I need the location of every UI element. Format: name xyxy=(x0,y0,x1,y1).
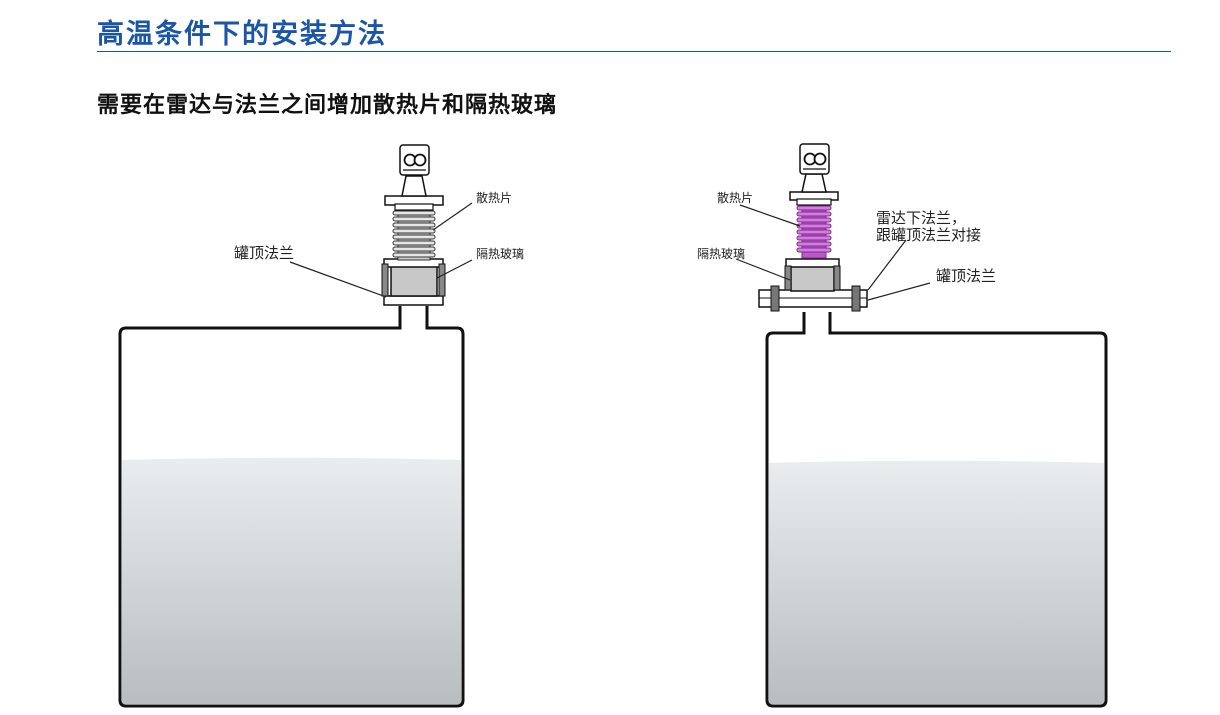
right-heat-sink xyxy=(796,203,832,259)
left-radar-head xyxy=(399,144,430,197)
left-tank xyxy=(118,306,465,708)
right-heat-sink-label: 散热片 xyxy=(717,190,753,205)
right-radar-flange-note-line2: 跟罐顶法兰对接 xyxy=(876,226,981,244)
left-insulation-glass-label: 隔热玻璃 xyxy=(476,247,524,261)
right-radar-head xyxy=(799,143,830,193)
title-divider xyxy=(97,51,1171,52)
right-insulation-glass xyxy=(790,265,835,292)
right-installation: 散热片 隔热玻璃 雷达下法兰， 跟罐顶法兰对接 罐顶法兰 xyxy=(697,143,1108,708)
page-subtitle: 需要在雷达与法兰之间增加散热片和隔热玻璃 xyxy=(97,93,558,118)
left-heat-sink-label: 散热片 xyxy=(476,190,512,205)
left-tank-flange xyxy=(383,295,444,306)
page-title: 高温条件下的安装方法 xyxy=(97,19,387,50)
right-tank-liquid xyxy=(769,460,1104,704)
right-tank-flange-label: 罐顶法兰 xyxy=(936,267,996,285)
left-tank-flange-label: 罐顶法兰 xyxy=(234,244,294,262)
right-tank xyxy=(765,312,1108,708)
left-heat-sink xyxy=(392,209,436,261)
right-radar-flange-note-line1: 雷达下法兰， xyxy=(876,209,966,227)
right-insulation-glass-label: 隔热玻璃 xyxy=(697,247,745,261)
left-installation: 散热片 罐顶法兰 隔热玻璃 xyxy=(118,144,524,708)
left-tank-liquid xyxy=(122,457,461,704)
